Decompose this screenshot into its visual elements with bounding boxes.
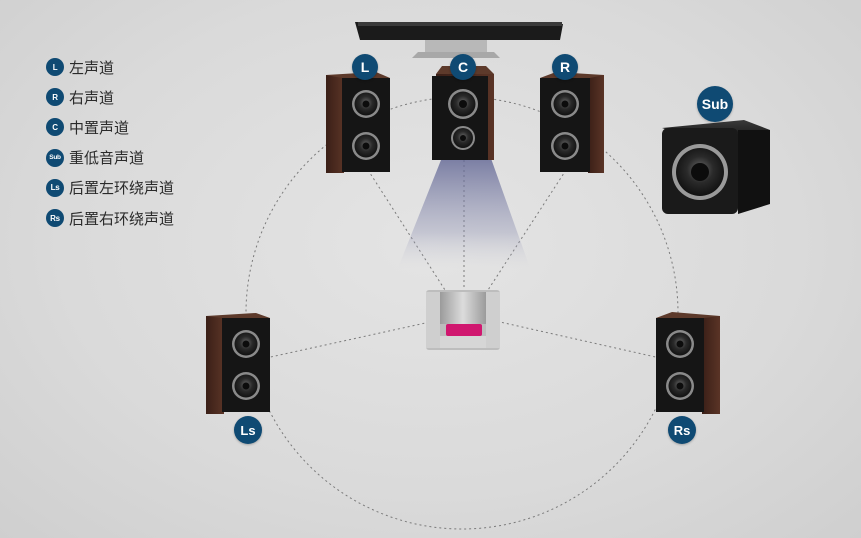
tv-icon bbox=[355, 22, 563, 58]
legend-item-sub: Sub 重低音声道 bbox=[46, 143, 174, 173]
badge-right-surround: Rs bbox=[668, 416, 696, 444]
legend-item-right: R 右声道 bbox=[46, 82, 174, 112]
sound-lines bbox=[265, 155, 661, 359]
speaker-left bbox=[326, 72, 390, 173]
legend-label: 左声道 bbox=[69, 58, 115, 77]
subwoofer-icon bbox=[662, 120, 770, 214]
speaker-center bbox=[432, 66, 494, 160]
speaker-right-surround bbox=[656, 312, 720, 414]
listener-seat-icon bbox=[426, 290, 500, 350]
legend-item-right-surround: Rs 后置右环绕声道 bbox=[46, 203, 174, 233]
legend-badge: Sub bbox=[46, 148, 64, 167]
legend-item-left: L 左声道 bbox=[46, 52, 174, 82]
legend-label: 后置左环绕声道 bbox=[69, 179, 175, 198]
legend-badge: L bbox=[46, 58, 64, 77]
legend-item-left-surround: Ls 后置左环绕声道 bbox=[46, 173, 174, 203]
legend-label: 后置右环绕声道 bbox=[69, 209, 175, 228]
speaker-right bbox=[540, 72, 604, 173]
center-beam bbox=[398, 150, 530, 268]
legend-label: 重低音声道 bbox=[69, 149, 145, 168]
legend-label: 右声道 bbox=[69, 88, 115, 107]
legend-badge: C bbox=[46, 118, 64, 137]
badge-sub: Sub bbox=[697, 86, 733, 122]
legend-label: 中置声道 bbox=[69, 118, 130, 137]
speaker-left-surround bbox=[206, 313, 270, 414]
channel-legend: L 左声道 R 右声道 C 中置声道 Sub 重低音声道 Ls 后置左环绕声道 … bbox=[46, 52, 174, 233]
badge-center: C bbox=[450, 54, 476, 80]
legend-item-center: C 中置声道 bbox=[46, 112, 174, 142]
legend-badge: R bbox=[46, 88, 64, 107]
legend-badge: Rs bbox=[46, 209, 64, 228]
badge-right: R bbox=[552, 54, 578, 80]
legend-badge: Ls bbox=[46, 178, 64, 197]
badge-left: L bbox=[352, 54, 378, 80]
badge-left-surround: Ls bbox=[234, 416, 262, 444]
